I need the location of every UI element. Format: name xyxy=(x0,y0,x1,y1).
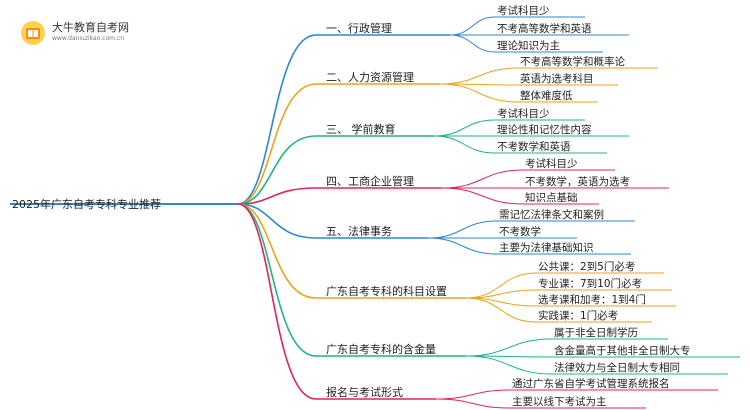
leaf-topic: 选考课和加考：1到4门 xyxy=(538,294,646,306)
connector xyxy=(465,355,553,375)
leaf-topic: 知识点基础 xyxy=(525,192,578,204)
branch-topic: 三、 学前教育 xyxy=(326,123,396,136)
leaf-topic: 理论性和记忆性内容 xyxy=(497,124,592,136)
branch-topic: 广东自考专科的科目设置 xyxy=(326,285,447,298)
leaf-topic: 不考数学 xyxy=(499,226,541,238)
leaf-topic: 考试科目少 xyxy=(497,5,550,17)
leaf-topic: 不考数学和英语 xyxy=(497,141,571,153)
connector xyxy=(237,203,317,299)
leaf-topic: 不考数学，英语为选考 xyxy=(525,176,630,188)
connector xyxy=(427,237,498,255)
connector xyxy=(449,16,496,36)
connector xyxy=(465,297,537,323)
logo-title: 大牛教育自考网 xyxy=(52,21,129,34)
branch-topic: 四、工商企业管理 xyxy=(326,175,414,188)
connector xyxy=(465,338,553,357)
branch-topic: 报名与考试形式 xyxy=(326,386,403,399)
connector xyxy=(449,34,496,53)
leaf-topic: 考试科目少 xyxy=(497,108,550,120)
branch-topic: 广东自考专科的含金量 xyxy=(326,343,436,356)
leaf-topic: 整体难度低 xyxy=(520,90,573,102)
connector xyxy=(435,389,511,400)
leaf-topic: 需记忆法律条文和案例 xyxy=(499,209,604,221)
leaf-topic: 英语为选考科目 xyxy=(520,73,594,85)
root-topic: 2025年广东自考专科专业推荐 xyxy=(12,198,161,211)
branch-topic: 五、法律事务 xyxy=(326,225,392,238)
connector xyxy=(237,34,317,205)
leaf-topic: 法律效力与全日制大专相同 xyxy=(554,362,680,374)
leaf-topic: 专业课：7到10门必考 xyxy=(538,278,643,290)
connector xyxy=(433,135,496,154)
leaf-topic: 考试科目少 xyxy=(525,158,578,170)
book-icon xyxy=(21,21,45,45)
connector xyxy=(237,187,317,205)
connector xyxy=(427,220,498,239)
branch-topic: 一、行政管理 xyxy=(326,22,392,35)
connector xyxy=(433,119,496,137)
connector xyxy=(435,398,511,409)
connector xyxy=(441,169,524,189)
logo-url: www.daniuzikao.com.cn xyxy=(52,35,124,42)
leaf-topic: 理论知识为主 xyxy=(497,40,560,52)
connector xyxy=(441,187,524,205)
connector xyxy=(237,135,317,205)
leaf-topic: 主要以线下考试为主 xyxy=(512,396,607,408)
leaf-topic: 属于非全日制学历 xyxy=(554,327,638,339)
connector xyxy=(237,203,317,400)
leaf-topic: 实践课：1门必考 xyxy=(538,310,619,322)
leaf-topic: 公共课：2到5门必考 xyxy=(538,261,636,273)
leaf-topic: 主要为法律基础知识 xyxy=(499,242,594,254)
leaf-topic: 含金量高于其他非全日制大专 xyxy=(554,345,691,357)
connector xyxy=(237,203,317,239)
connector xyxy=(439,83,519,103)
leaf-topic: 不考高等数学和英语 xyxy=(497,23,592,35)
site-logo[interactable]: 大牛教育自考网 www.daniuzikao.com.cn xyxy=(20,18,150,48)
connector xyxy=(237,203,317,357)
branch-topic: 二、人力资源管理 xyxy=(326,71,414,84)
connector xyxy=(439,67,519,85)
leaf-topic: 不考高等数学和概率论 xyxy=(520,56,625,68)
leaf-topic: 通过广东省自学考试管理系统报名 xyxy=(512,378,670,390)
connector xyxy=(237,83,317,205)
